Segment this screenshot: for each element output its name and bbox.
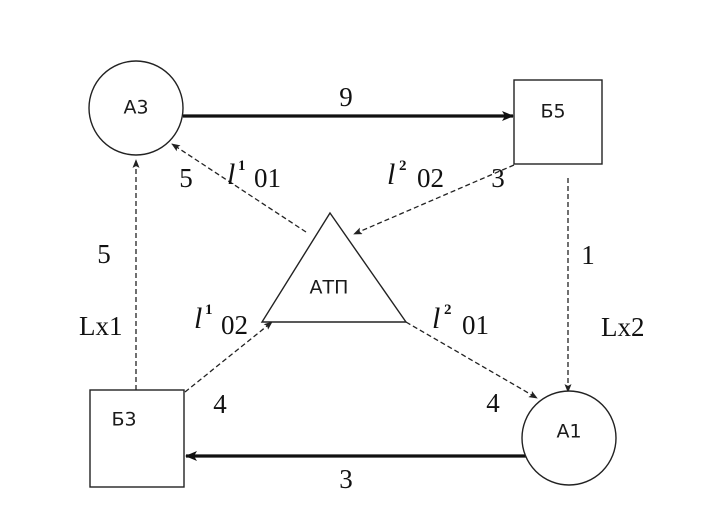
route-l2-02-superscript: 2: [399, 158, 407, 174]
node-a1-label: А1: [556, 421, 581, 443]
route-l1-01-letter: l: [227, 158, 235, 191]
edge-b5-atp-label: 3: [491, 163, 505, 193]
edge-b3-atp: [184, 321, 273, 393]
edge-b3-atp-label: 4: [213, 389, 227, 419]
side-label-lx2: Lx2: [601, 312, 645, 342]
node-b5: Б5: [513, 79, 603, 165]
edge-a3-b5-label: 9: [339, 82, 353, 112]
edge-a1-b3-label: 3: [339, 464, 353, 494]
node-atp: АТП: [260, 211, 408, 323]
edge-b5-a1-label: 1: [581, 240, 595, 270]
route-l1-02-letter: l: [194, 302, 202, 335]
route-l1-02-superscript: 1: [205, 302, 213, 318]
node-a3-label: А3: [123, 97, 148, 119]
edge-atp-a3-label: 5: [179, 163, 193, 193]
node-b5-label: Б5: [540, 101, 565, 123]
route-label-l2-01: l 2 01: [432, 302, 489, 340]
edge-atp-a3: [171, 143, 307, 233]
node-atp-label: АТП: [310, 277, 349, 299]
node-a3: А3: [88, 60, 184, 156]
node-b3-label: Б3: [111, 409, 136, 431]
route-l1-01-superscript: 1: [238, 158, 246, 174]
route-l1-02-code: 02: [221, 310, 248, 340]
route-l2-02-code: 02: [417, 163, 444, 193]
edge-atp-a1: [405, 321, 538, 399]
route-l2-02-letter: l: [387, 158, 395, 191]
edge-b3-a3-label: 5: [97, 239, 111, 269]
node-b3: Б3: [89, 389, 185, 488]
side-label-lx1: Lx1: [79, 311, 123, 341]
route-l2-01-superscript: 2: [444, 302, 452, 318]
route-l2-01-letter: l: [432, 302, 440, 335]
route-label-l2-02: l 2 02: [387, 158, 444, 193]
route-l1-01-code: 01: [254, 163, 281, 193]
edge-atp-a1-label: 4: [486, 388, 500, 418]
node-a1: А1: [521, 390, 617, 486]
edge-b5-atp: [353, 164, 515, 235]
route-l2-01-code: 01: [462, 310, 489, 340]
route-label-l1-02: l 1 02: [194, 302, 248, 340]
route-label-l1-01: l 1 01: [227, 158, 281, 193]
